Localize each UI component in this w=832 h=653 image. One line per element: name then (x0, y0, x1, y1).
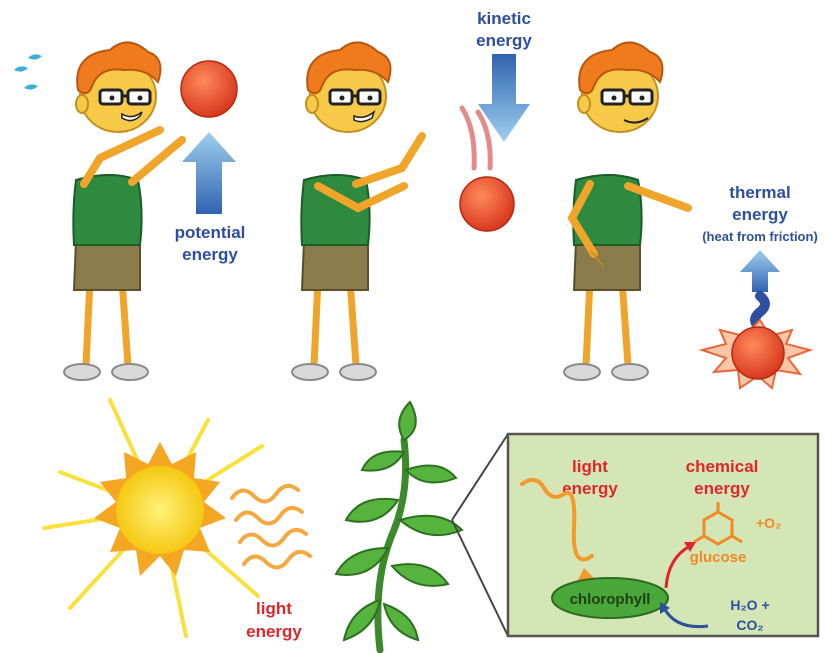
kinetic-label-line2: energy (476, 31, 532, 50)
boy-throwing-up (64, 42, 182, 380)
oxygen-label: +O₂ (756, 515, 781, 531)
potential-label-line2: energy (182, 245, 238, 264)
up-arrow-icon (182, 132, 236, 214)
sweat-drops-icon (14, 54, 42, 89)
kinetic-label-line1: kinetic (477, 9, 531, 28)
thermal-label-line2: energy (732, 205, 788, 224)
ball-landed (732, 327, 784, 379)
boy-watching (564, 42, 688, 380)
photosynthesis-inset: light energy chemical energy +O₂ glucose… (508, 434, 818, 636)
reactant-label-line2: CO₂ (736, 617, 763, 633)
inset-light-label-line1: light (572, 457, 608, 476)
thermal-label-line3: (heat from friction) (702, 229, 818, 244)
chemical-label-line1: chemical (686, 457, 759, 476)
chemical-label-line2: energy (694, 479, 750, 498)
ball-falling (460, 177, 514, 231)
plant-icon (336, 402, 462, 650)
reactant-label-line1: H₂O + (730, 597, 769, 613)
thermal-label-line1: thermal (729, 183, 790, 202)
sun-icon (44, 400, 262, 636)
motion-lines-icon (462, 108, 490, 168)
glucose-label: glucose (690, 549, 747, 566)
potential-label-line1: potential (175, 223, 246, 242)
chlorophyll-label: chlorophyll (570, 591, 651, 608)
up-arrow-small-icon (740, 250, 780, 292)
light-energy-label-line2: energy (246, 622, 302, 641)
light-wave-icon (232, 486, 310, 568)
zoom-lines (452, 434, 508, 636)
boy-after-throw (292, 42, 422, 380)
light-energy-label-line1: light (256, 599, 292, 618)
ball-raised (181, 61, 237, 117)
